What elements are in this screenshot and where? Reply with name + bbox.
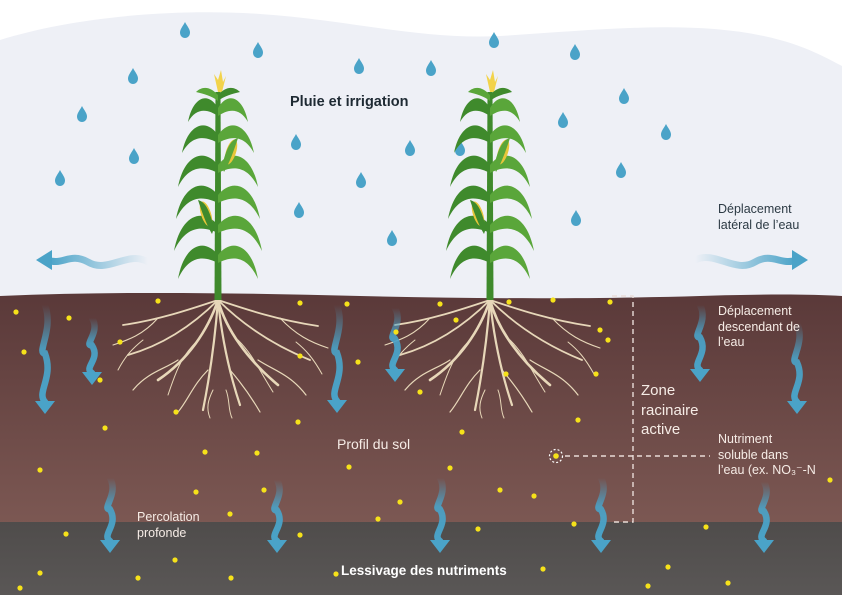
nutrient-particle-icon (437, 301, 443, 307)
nutrient-particles (13, 297, 833, 591)
water-flow-arrow-icon (100, 474, 120, 553)
lateral-flow-right (691, 254, 800, 269)
nutrient-particle-icon (503, 371, 509, 377)
nutrient-particle-icon (344, 301, 350, 307)
root-system (384, 298, 601, 419)
nutrient-particle-icon (453, 317, 459, 323)
nutrient-particle-icon (193, 489, 199, 495)
nutrient-particle-icon (261, 487, 267, 493)
nutrient-particle-icon (459, 429, 465, 435)
nutrient-particle-icon (228, 575, 234, 581)
nutrient-particle-icon (172, 557, 178, 563)
rain-irrigation-label: Pluie et irrigation (290, 94, 409, 110)
nutrient-particle-icon (66, 315, 72, 321)
nutrient-particle-icon (254, 450, 260, 456)
nutrient-particle-icon (597, 327, 603, 333)
root-zone-bracket (612, 295, 634, 523)
deep-percolation-label: Percolation profonde (137, 510, 200, 540)
water-flow-arrow-icon (82, 314, 102, 385)
water-flow-arrow-icon (267, 476, 287, 553)
arrowhead-left-icon (36, 250, 52, 270)
nutrient-particle-icon (63, 531, 69, 537)
nutrient-particle-icon (550, 297, 556, 303)
nutrient-particle-icon (295, 419, 301, 425)
nutrient-particle-icon (605, 337, 611, 343)
root-systems (112, 298, 601, 419)
soluble-nutrient-label: Nutriment soluble dans l’eau (ex. NO₃⁻-N (718, 432, 816, 478)
deep-layer (0, 522, 842, 595)
nutrient-particle-icon (297, 532, 303, 538)
soil-profile-label: Profil du sol (337, 436, 411, 452)
water-flow-arrow-icon (430, 474, 450, 553)
nutrient-particle-icon (417, 389, 423, 395)
water-flow-arrow-icon (35, 301, 55, 414)
nutrient-particle-icon (703, 524, 709, 530)
nutrient-particle-icon (202, 449, 208, 455)
downward-movement-label: Déplacement descendant de l’eau (718, 304, 801, 350)
nutrient-particle-icon (346, 464, 352, 470)
nutrient-particle-icon (102, 425, 108, 431)
nutrient-particle-icon (297, 300, 303, 306)
nutrient-particle-icon (593, 371, 599, 377)
water-flow-arrow-icon (385, 304, 405, 382)
nutrient-particle-icon (297, 353, 303, 359)
nutrient-particle-icon (827, 477, 833, 483)
nutrient-particle-icon (37, 570, 43, 576)
nutrient-particle-icon (447, 465, 453, 471)
nutrient-particle-icon (13, 309, 19, 315)
corn-plants (174, 70, 534, 300)
water-flow-arrow-icon (690, 301, 710, 382)
nutrient-particle-icon (37, 467, 43, 473)
nutrient-particle-icon (393, 329, 399, 335)
nutrient-particle-icon (397, 499, 403, 505)
nutrient-particle-icon (531, 493, 537, 499)
nutrient-particle-icon (117, 339, 123, 345)
lateral-movement-label: Déplacement latéral de l’eau (718, 202, 800, 232)
nutrient-particle-icon (173, 409, 179, 415)
nutrient-particle-icon (475, 526, 481, 532)
nutrient-particle-icon (155, 298, 161, 304)
nutrient-particle-icon (497, 487, 503, 493)
corn-plant-icon (446, 70, 534, 300)
nutrient-particle-icon (540, 566, 546, 572)
water-flow-arrow-icon (327, 301, 347, 413)
nutrient-particle-icon (645, 583, 651, 589)
nutrient-particle-icon (575, 417, 581, 423)
nutrient-particle-icon (607, 299, 613, 305)
root-zone-label: Zone racinaire active (641, 382, 699, 438)
water-flow-arrows (35, 301, 807, 553)
water-flow-arrow-icon (754, 478, 774, 553)
nutrient-particle-icon (571, 521, 577, 527)
nutrient-particle-icon (375, 516, 381, 522)
nutrient-particle-icon (227, 511, 233, 517)
nutrient-leaching-label: Lessivage des nutriments (341, 563, 507, 578)
soil-profile (0, 292, 842, 525)
nutrient-particle-icon (21, 349, 27, 355)
water-flow-arrow-icon (787, 319, 807, 414)
nutrient-particle-icon (97, 377, 103, 383)
lateral-flow-arrows (36, 250, 808, 270)
water-flow-arrow-icon (591, 474, 611, 553)
nutrient-particle-icon (17, 585, 23, 591)
nutrient-callout-dot (553, 453, 559, 459)
corn-plant-icon (174, 70, 262, 300)
nutrient-particle-icon (725, 580, 731, 586)
arrowhead-right-icon (792, 250, 808, 270)
lateral-flow-left (44, 254, 152, 269)
nutrient-particle-icon (355, 359, 361, 365)
nutrient-particle-icon (506, 299, 512, 305)
nutrient-particle-icon (665, 564, 671, 570)
nutrient-callout-ring (548, 448, 564, 464)
nutrient-particle-icon (333, 571, 339, 577)
nutrient-particle-icon (135, 575, 141, 581)
